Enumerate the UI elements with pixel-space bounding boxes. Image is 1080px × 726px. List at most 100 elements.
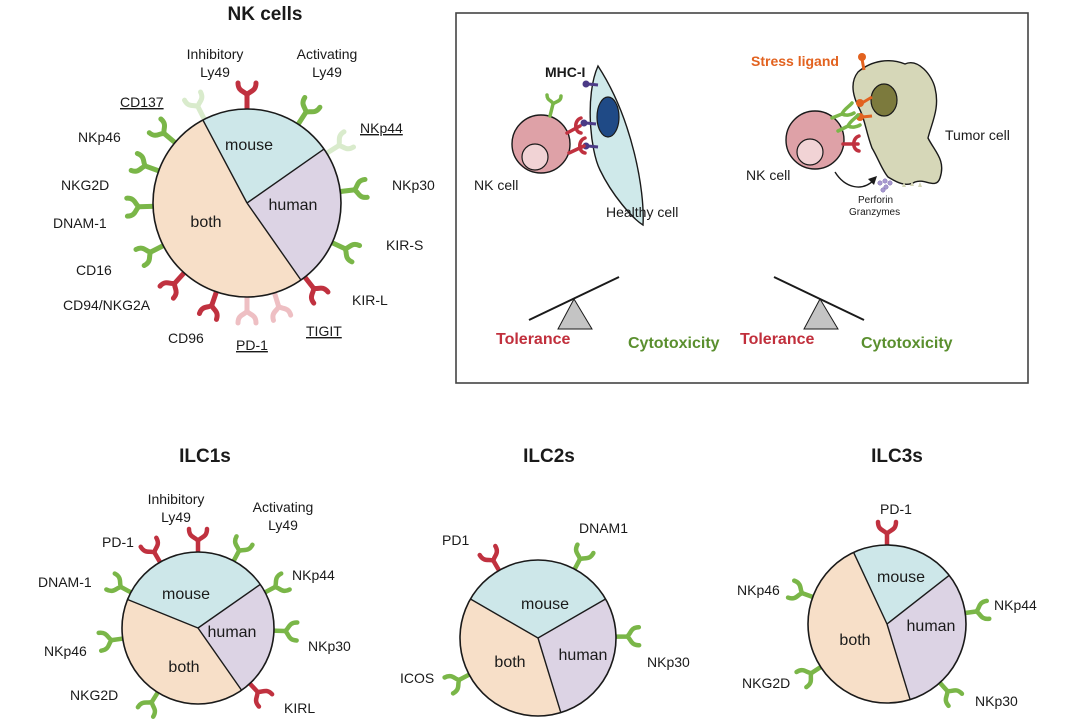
secretion-arrow [834, 171, 875, 188]
receptor-label: NKp30 [392, 177, 435, 193]
balance-fulcrum [557, 297, 593, 330]
receptor-label: PD-1 [880, 501, 912, 517]
mhc-i-ligands [580, 80, 599, 150]
pie-segment-both [459, 599, 561, 717]
receptor-label: PD1 [442, 532, 469, 548]
balance-cytotoxicity-heavy: Tolerance Cytotoxicity [740, 276, 953, 352]
receptor-label: NKp30 [975, 693, 1018, 709]
receptor-label: PD-1 [236, 337, 268, 353]
receptor-label: Inhibitory [187, 46, 244, 62]
segment-label-mouse: mouse [521, 596, 569, 613]
receptor-icon-pd-1 [875, 519, 899, 550]
receptor-label: PD-1 [102, 534, 134, 550]
pie-segment-human [247, 149, 341, 281]
pie-segment-human [887, 575, 966, 700]
segment-label-both: both [168, 659, 199, 676]
tumor-cell-label: Tumor cell [945, 127, 1010, 143]
mhc-i-icon [582, 80, 590, 88]
receptor-icon-inhibitory-ly49 [186, 526, 210, 557]
healthy-cell [589, 64, 644, 227]
nk-cell-receptors [830, 101, 862, 153]
pie-divider [886, 574, 950, 625]
pie-divider [202, 119, 248, 204]
stress-ligand-icon [856, 99, 864, 107]
receptor-icon [830, 101, 856, 120]
receptor-label: Activating [297, 46, 358, 62]
receptor-label: Ly49 [161, 509, 191, 525]
receptor-label: KIR-S [386, 237, 423, 253]
mhc-i-stem [587, 144, 599, 149]
mhc-i-label: MHC-I [545, 64, 585, 80]
cell-outline [121, 551, 275, 705]
nk-cell-label: NK cell [474, 177, 518, 193]
receptor-label: Ly49 [312, 64, 342, 80]
receptor-label: NKp46 [78, 129, 121, 145]
receptor-label: NKp30 [308, 638, 351, 654]
pie-divider [197, 583, 261, 629]
receptor-label: KIRL [284, 700, 315, 716]
receptor-label: CD96 [168, 330, 204, 346]
nk-cell-nucleus [521, 143, 549, 171]
cytotoxicity-label: Cytotoxicity [861, 335, 953, 352]
inhibitory-receptor-icon [578, 136, 587, 155]
receptor-label: DNAM-1 [38, 574, 92, 590]
healthy-cell-label: Healthy cell [606, 204, 678, 220]
segment-label-both: both [839, 632, 870, 649]
nk-cell-receptors [545, 93, 587, 155]
stress-ligand-label: Stress ligand [751, 53, 839, 69]
tolerance-label: Tolerance [740, 331, 815, 348]
panel-border [455, 12, 1029, 384]
inhibitory-receptor-stem [565, 124, 582, 135]
receptor-label: TIGIT [306, 323, 342, 339]
tumor-scenario: Stress ligand NK cell Tumor cell Perfori… [746, 53, 1010, 218]
receptor-label: NKp44 [360, 120, 403, 136]
nk-receptor-labels: InhibitoryLy49ActivatingLy49NKp44NKp30KI… [53, 46, 435, 353]
pie-divider [852, 552, 888, 625]
pie-segment-both [122, 599, 242, 704]
receptor-label: DNAM1 [579, 520, 628, 536]
nk-cell-nucleus [796, 138, 824, 166]
segment-label-mouse: mouse [877, 569, 925, 586]
debris-icon [910, 181, 914, 186]
cell-outline [152, 108, 342, 298]
segment-label-human: human [208, 624, 257, 641]
receptor-label: DNAM-1 [53, 215, 107, 231]
receptor-label: NKp46 [737, 582, 780, 598]
receptor-icon-inhibitory-ly49 [235, 80, 259, 114]
pie-segment-mouse [127, 552, 261, 628]
stress-ligand-icon [858, 53, 866, 61]
mhc-i-stem [585, 121, 597, 126]
balance-beam [773, 276, 865, 321]
receptor-icon [836, 113, 862, 133]
healthy-cell-nucleus [596, 96, 620, 138]
segment-label-both: both [494, 654, 525, 671]
pie-segment-mouse [202, 108, 325, 203]
receptor-label: CD137 [120, 94, 164, 110]
nk-panel-title: NK cells [228, 4, 303, 25]
pie-divider [537, 598, 606, 639]
nk-cell-label: NK cell [746, 167, 790, 183]
granule-icon [877, 180, 883, 186]
tumor-cell [852, 60, 943, 186]
receptor-label: NKp44 [994, 597, 1037, 613]
segment-label-human: human [907, 618, 956, 635]
tumor-cell-nucleus [870, 83, 898, 117]
receptor-icon-nkp30 [269, 620, 300, 643]
receptor-label: NKp30 [647, 654, 690, 670]
receptor-label: Activating [253, 499, 314, 515]
receptor-icon-nkp30 [335, 176, 370, 200]
tolerance-label: Tolerance [496, 331, 571, 348]
pie-segment-both [153, 120, 301, 297]
activating-receptor-icon [545, 93, 563, 118]
debris-icon [902, 182, 906, 187]
receptor-icon-nkp30 [611, 624, 642, 648]
debris-icon [918, 182, 922, 187]
